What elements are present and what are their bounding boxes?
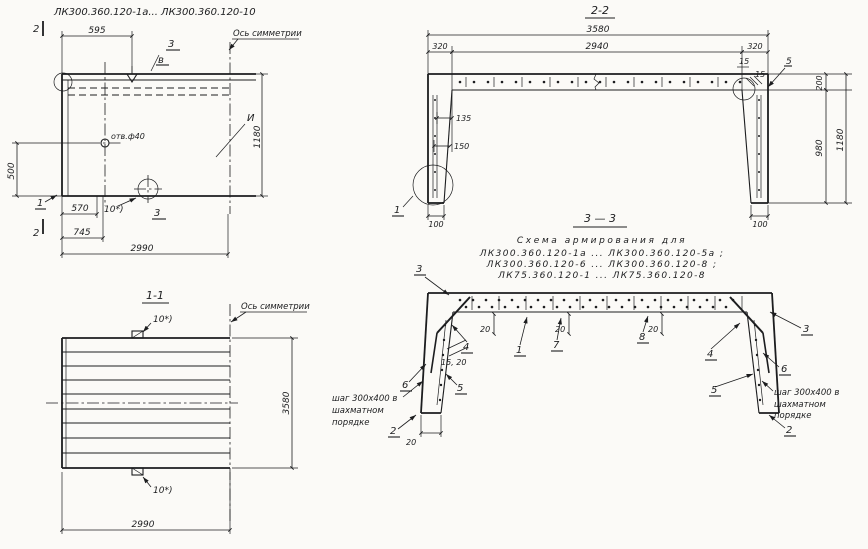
plan-dim-1180: 1180 bbox=[253, 125, 263, 148]
section-2-2-linework bbox=[392, 17, 852, 220]
hole-circle bbox=[100, 138, 110, 148]
s22-dim-135: 135 bbox=[456, 114, 471, 123]
section-3-3-title: 3 — 3 bbox=[584, 212, 616, 225]
plan-dim-745: 745 bbox=[73, 228, 90, 238]
detail-circle-1 bbox=[412, 164, 454, 206]
s33-mark-6-left: 6 bbox=[402, 380, 408, 391]
s33-note-left-3: порядке bbox=[332, 418, 370, 428]
s33-note-right-3: порядке bbox=[774, 411, 812, 421]
section-1-1: 1-1 Ось симметрии 10*) 10*) 3580 2990 bbox=[46, 289, 310, 534]
s22-dim-3580: 3580 bbox=[587, 25, 610, 35]
s22-mark-5: 5 bbox=[786, 57, 792, 67]
s33-heading: Схема армирования для bbox=[517, 236, 687, 246]
s33-note-right-2: шахматном bbox=[774, 400, 826, 410]
plan-cut-mark-3-bottom: 3 bbox=[154, 208, 160, 219]
s33-item-1: ЛК300.360.120-1а ... ЛК300.360.120-5а ; bbox=[479, 249, 725, 259]
section-3-3: 3 — 3 Схема армирования для ЛК300.360.12… bbox=[332, 212, 839, 447]
plan-cut-mark-2-bottom: 2 bbox=[33, 228, 39, 239]
s22-dim-150: 150 bbox=[454, 142, 469, 151]
s33-slab-dots-row1 bbox=[458, 298, 735, 302]
plan-cut-mark-2-top: 2 bbox=[33, 24, 39, 35]
s22-dim-15-b: 15 bbox=[755, 70, 765, 79]
plan-note-10: 10*) bbox=[104, 205, 123, 215]
s33-mark-5-left: 5 bbox=[457, 383, 463, 394]
s22-dim-15-a: 15 bbox=[739, 57, 749, 66]
s33-mark-3-right: 3 bbox=[803, 324, 809, 335]
s33-dim-20-c: 20 bbox=[648, 325, 658, 334]
s22-dim-100-right: 100 bbox=[752, 220, 767, 229]
s33-mark-8: 8 bbox=[639, 332, 645, 343]
s33-dim-20-b: 20 bbox=[555, 325, 565, 334]
s33-left-leg-dots bbox=[438, 323, 447, 402]
s22-dim-980: 980 bbox=[815, 139, 825, 156]
plan-view: ЛК300.360.120-1а... ЛК300.360.120-10 2 2… bbox=[7, 7, 302, 258]
slab-rebar-dots bbox=[458, 80, 742, 84]
s11-note-10-top: 10*) bbox=[153, 315, 172, 325]
s33-note-left-2: шахматном bbox=[332, 406, 384, 416]
level-mark-triangle bbox=[126, 73, 138, 84]
plan-mark-n: И bbox=[247, 113, 255, 124]
s22-detail-mark-1: 1 bbox=[394, 205, 400, 216]
anchor-loop-top bbox=[131, 330, 144, 339]
plan-dim-570: 570 bbox=[71, 204, 88, 214]
s33-right-leg-dots bbox=[753, 323, 762, 402]
s11-axis-label: Ось симметрии bbox=[241, 302, 310, 312]
plan-title: ЛК300.360.120-1а... ЛК300.360.120-10 bbox=[53, 7, 256, 18]
s33-dim-20-bottom: 20 bbox=[406, 438, 416, 447]
section-1-1-linework bbox=[46, 302, 307, 534]
s33-mark-7: 7 bbox=[553, 340, 560, 351]
detail-circle-corner bbox=[732, 77, 756, 101]
slab-stirrup-ticks bbox=[465, 77, 719, 87]
s33-mark-3-left: 3 bbox=[416, 264, 422, 275]
plan-linework bbox=[12, 21, 299, 258]
plan-view-mark-v: в bbox=[158, 55, 164, 66]
section-1-1-title: 1-1 bbox=[146, 289, 164, 302]
plan-cut-mark-3-top: 3 bbox=[168, 39, 174, 50]
plan-hole-label: отв.ф40 bbox=[111, 132, 145, 141]
s33-mark-4-right: 4 bbox=[707, 349, 713, 360]
s22-dim-320-right: 320 bbox=[747, 42, 762, 51]
s22-dim-1180: 1180 bbox=[836, 128, 846, 151]
s33-slab-stirrup-ticks bbox=[471, 296, 743, 310]
s33-dim-15-20: 15, 20 bbox=[441, 358, 466, 367]
plan-cut-mark-1: 1 bbox=[37, 198, 43, 209]
section-2-2: 2-2 3580 320 2940 320 15 15 5 135 150 20… bbox=[392, 4, 852, 229]
s33-dim-20-a: 20 bbox=[480, 325, 490, 334]
s22-dim-200: 200 bbox=[815, 75, 824, 90]
s22-dim-2940: 2940 bbox=[586, 42, 609, 52]
plan-axis-label: Ось симметрии bbox=[233, 29, 302, 39]
s33-note-right-1: шаг 300х400 в bbox=[774, 388, 839, 398]
s33-mark-5-right: 5 bbox=[711, 385, 717, 396]
plan-dim-2990: 2990 bbox=[131, 244, 154, 254]
left-leg-rebar-dots bbox=[434, 99, 436, 191]
s33-item-3: ЛК75.360.120-1 ... ЛК75.360.120-8 bbox=[497, 271, 706, 281]
detail-circle-left bbox=[53, 72, 73, 92]
s11-dim-3580: 3580 bbox=[282, 391, 292, 414]
s33-mark-2-right: 2 bbox=[786, 425, 792, 436]
s11-note-10-bottom: 10*) bbox=[153, 486, 172, 496]
s11-dim-2990: 2990 bbox=[132, 520, 155, 530]
s22-dim-320-left: 320 bbox=[432, 42, 447, 51]
s22-dim-100-left: 100 bbox=[428, 220, 443, 229]
s33-mark-1: 1 bbox=[516, 345, 522, 356]
plan-dim-500: 500 bbox=[7, 162, 17, 179]
section-2-2-title: 2-2 bbox=[591, 4, 609, 17]
s33-mark-4-left: 4 bbox=[463, 342, 469, 353]
s33-note-left-1: шаг 300х400 в bbox=[332, 394, 397, 404]
section-3-3-linework bbox=[388, 226, 813, 438]
right-leg-rebar-dots bbox=[758, 99, 760, 191]
anchor-loop-bottom bbox=[131, 467, 144, 476]
s33-mark-2-left: 2 bbox=[390, 426, 396, 437]
plan-dim-595: 595 bbox=[88, 26, 105, 36]
s33-mark-6-right: 6 bbox=[781, 364, 787, 375]
s33-item-2: ЛК300.360.120-6 ... ЛК300.360.120-8 ; bbox=[486, 260, 718, 270]
